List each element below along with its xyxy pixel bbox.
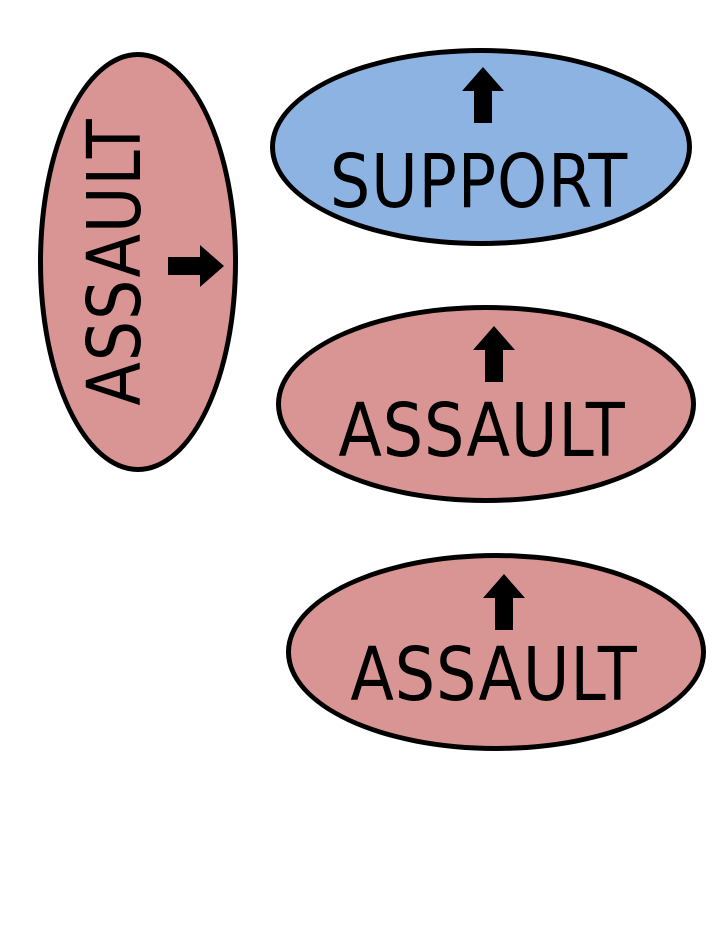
token-label: ASSAULT [72, 118, 158, 406]
arrow-up-icon [168, 245, 224, 287]
assault-token: ASSAULT [276, 305, 696, 503]
assault-token: ASSAULT [286, 553, 706, 751]
support-token: SUPPORT [270, 48, 692, 246]
token-label: ASSAULT [338, 388, 626, 474]
arrow-up-icon [483, 574, 525, 630]
arrow-up-icon [473, 326, 515, 382]
assault-token-vertical: ASSAULT [38, 52, 238, 472]
assault-token-vertical-content: ASSAULT [38, 52, 238, 472]
token-label: SUPPORT [329, 139, 629, 225]
token-label: ASSAULT [350, 632, 638, 718]
arrow-up-icon [462, 67, 504, 123]
